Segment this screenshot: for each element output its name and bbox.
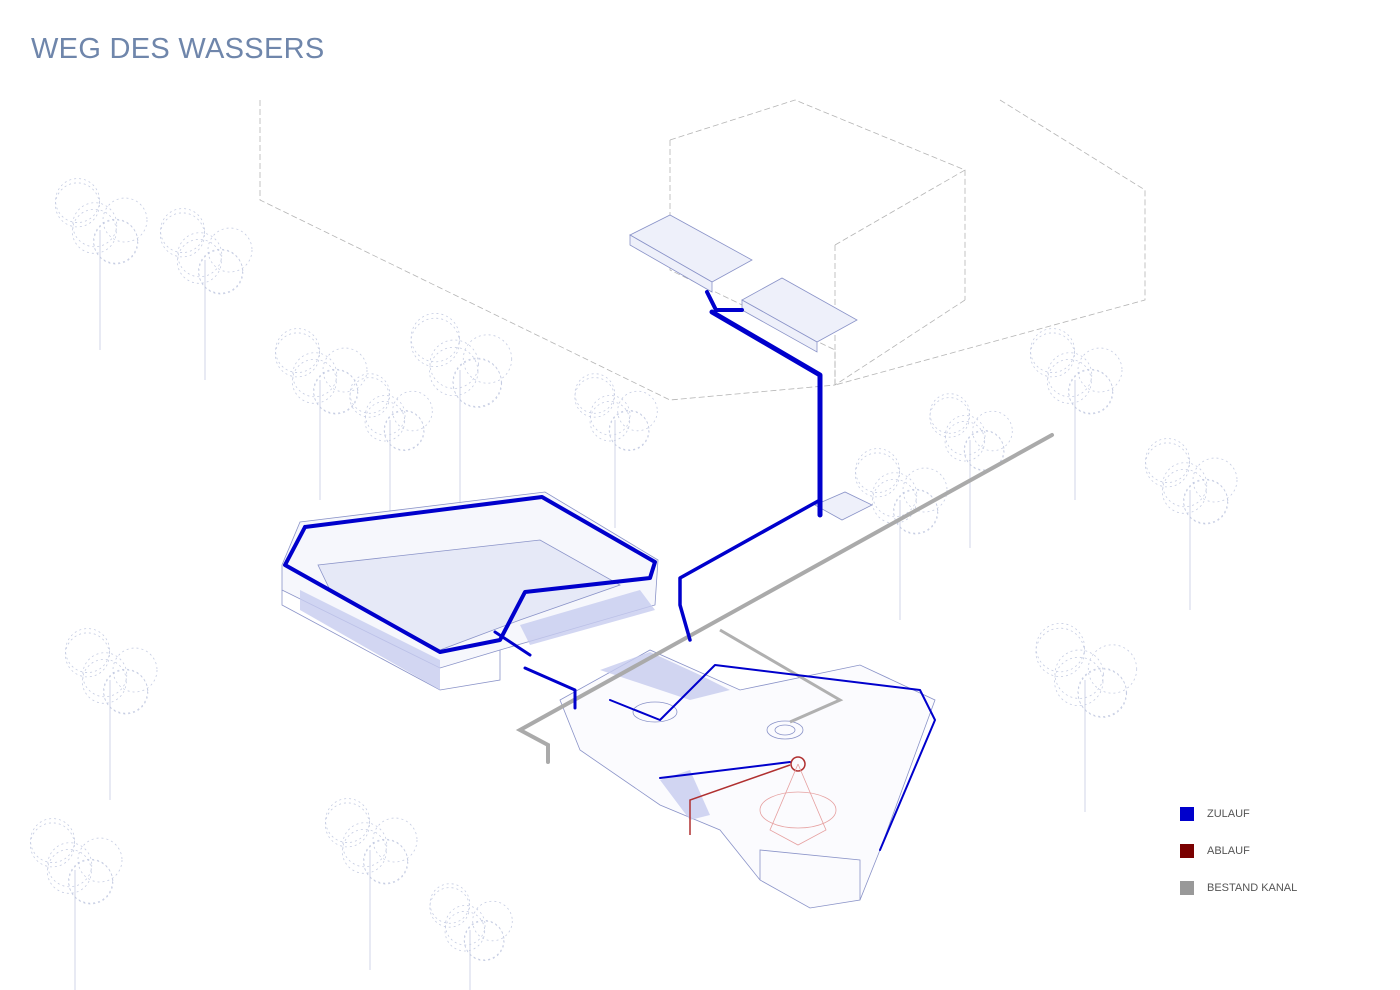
- trees: [29, 178, 1238, 990]
- legend-swatch-ablauf: [1180, 843, 1194, 858]
- planters: [629, 214, 873, 521]
- legend-swatch-zulauf: [1180, 806, 1194, 821]
- tree-icon: [54, 178, 148, 350]
- legend-swatch-bestand-kanal: [1180, 880, 1194, 895]
- page-title: WEG DES WASSERS: [31, 33, 325, 65]
- legend-item-bestand-kanal: BESTAND KANAL: [1180, 869, 1297, 906]
- tree-icon: [429, 883, 513, 990]
- tree-icon: [574, 373, 658, 528]
- supply-pipe: [283, 290, 936, 851]
- water-surface: [300, 590, 730, 820]
- existing-sewer-branch: [719, 628, 844, 724]
- tree-icon: [1029, 328, 1123, 500]
- tree-icon: [349, 373, 433, 528]
- tree-icon: [929, 393, 1013, 548]
- tree-icon: [410, 313, 513, 502]
- legend-item-zulauf: ZULAUF: [1180, 795, 1297, 832]
- drain-pipe: [689, 756, 837, 846]
- tree-icon: [324, 798, 418, 970]
- tree-icon: [1144, 438, 1238, 610]
- legend: ZULAUF ABLAUF BESTAND KANAL: [1180, 795, 1297, 906]
- existing-sewer-canal: [515, 433, 1054, 764]
- tree-icon: [29, 818, 123, 990]
- legend-label: ZULAUF: [1207, 807, 1250, 820]
- tree-icon: [1035, 623, 1138, 812]
- tree-icon: [159, 208, 253, 380]
- legend-item-ablauf: ABLAUF: [1180, 832, 1297, 869]
- tree-icon: [64, 628, 158, 800]
- legend-label: BESTAND KANAL: [1207, 881, 1298, 894]
- pavilion-right: [559, 649, 936, 909]
- tree-icon: [274, 328, 368, 500]
- legend-label: ABLAUF: [1207, 844, 1250, 857]
